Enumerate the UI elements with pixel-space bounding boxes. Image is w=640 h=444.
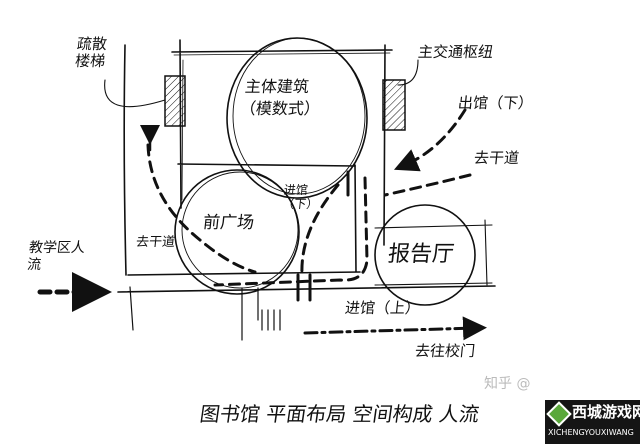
watermark-text: 知乎 @ <box>484 376 531 392</box>
site-boundary-left <box>123 44 127 276</box>
front-plaza-circle <box>174 169 300 295</box>
label-main-building: 主体建筑 <box>244 77 311 96</box>
label-front-plaza: 前广场 <box>202 213 256 233</box>
main-building-circle <box>226 37 368 199</box>
watermark-logo: 西城游戏网 XICHENGYOUXIWANG <box>545 400 640 444</box>
logo-subtitle: XICHENGYOUXIWANG <box>548 428 634 437</box>
flow-enter-lower <box>300 183 340 277</box>
label-teaching-area-flow: 教学区人流 <box>26 240 86 273</box>
label-main-building-sub: （模数式） <box>239 99 322 118</box>
flow-enter-vert <box>213 176 369 287</box>
flow-to-gate <box>303 316 487 341</box>
label-to-main-road-left: 去干道 <box>135 235 176 250</box>
flow-to-road <box>383 173 472 197</box>
logo-icon <box>546 401 572 427</box>
flow-exit-lower <box>393 108 467 172</box>
sketch-title: 图书馆 平面布局 空间构成 人流 <box>198 402 481 426</box>
label-main-traffic-hub: 主交通枢纽 <box>417 43 495 61</box>
lecture-hall-circle <box>374 204 476 306</box>
label-enter-lower: 进馆（下） <box>281 183 320 211</box>
flow-plaza-left <box>146 143 257 274</box>
logo-name: 西城游戏网 <box>572 403 640 421</box>
label-to-school-gate: 去往校门 <box>414 342 477 360</box>
road <box>117 285 496 293</box>
label-evacuation-stairs: 疏散楼梯 <box>74 35 108 70</box>
label-enter-upper: 进馆（上） <box>344 299 422 317</box>
evacuation-stair-right <box>382 79 406 131</box>
label-lecture-hall: 报告厅 <box>386 242 456 267</box>
label-to-main-road-right: 去干道 <box>473 149 521 167</box>
evacuation-stair-left <box>164 75 186 127</box>
label-exit-lower: 出馆（下） <box>457 94 535 112</box>
